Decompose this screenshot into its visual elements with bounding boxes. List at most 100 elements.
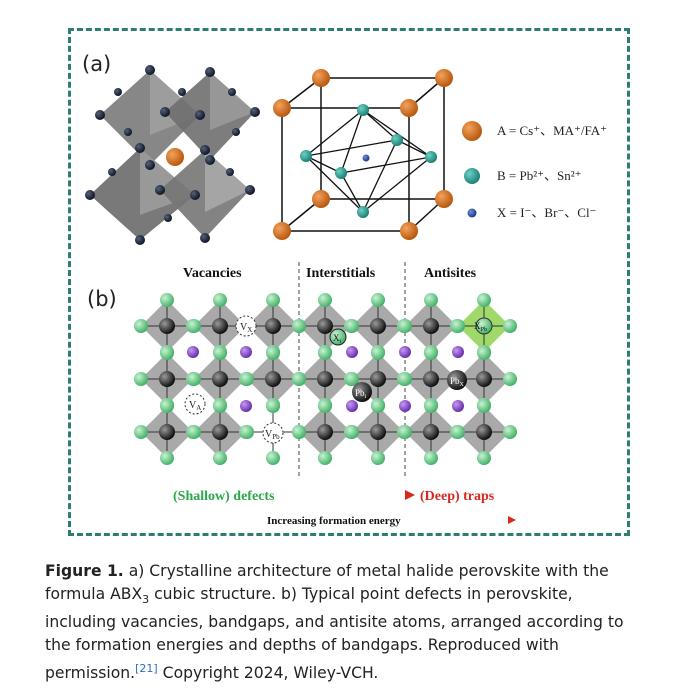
svg-text:Xi: Xi bbox=[333, 333, 342, 345]
lattice-x-atom bbox=[503, 372, 517, 386]
lattice-x-atom bbox=[266, 451, 280, 465]
figure-caption: Figure 1. a) Crystalline architecture of… bbox=[45, 560, 645, 685]
lattice-x-atom bbox=[213, 399, 227, 413]
vpb-vacancy-icon bbox=[262, 422, 284, 444]
vx-vacancy-icon bbox=[235, 315, 257, 337]
interstitials-heading: Interstitials bbox=[306, 266, 376, 281]
panel-b-label: (b) bbox=[87, 287, 117, 311]
caption-reference[interactable]: [21] bbox=[135, 662, 158, 676]
lattice-x-atom bbox=[424, 346, 438, 360]
energy-label: Increasing formation energy bbox=[267, 515, 401, 527]
lattice-b-atom bbox=[212, 424, 228, 440]
lattice-x-atom bbox=[371, 346, 385, 360]
deep-traps-label: (Deep) traps bbox=[420, 489, 495, 504]
caption-text-1: a) Crystalline architecture of metal hal… bbox=[45, 562, 609, 603]
pbi-interstitial-icon bbox=[352, 382, 372, 402]
lattice-a-atom bbox=[399, 400, 411, 412]
antisites-heading: Antisites bbox=[424, 266, 477, 281]
lattice-x-atom bbox=[477, 346, 491, 360]
lattice-x-atom bbox=[292, 372, 306, 386]
lattice-x-atom bbox=[318, 346, 332, 360]
lattice-x-atom bbox=[345, 319, 359, 333]
lattice-x-atom bbox=[345, 425, 359, 439]
lattice-x-atom bbox=[187, 372, 201, 386]
a-site-legend-label: A = Cs⁺、MA⁺/FA⁺ bbox=[497, 123, 607, 138]
lattice-b-atom bbox=[317, 424, 333, 440]
lattice-b-atom bbox=[370, 424, 386, 440]
panel-a-label: (a) bbox=[82, 52, 112, 76]
lattice-x-atom bbox=[398, 319, 412, 333]
lattice-x-atom bbox=[371, 399, 385, 413]
octahedra-network bbox=[85, 65, 260, 245]
lattice-x-atom bbox=[187, 425, 201, 439]
lattice-x-atom bbox=[318, 399, 332, 413]
lattice-x-atom bbox=[477, 451, 491, 465]
lattice-b-atom bbox=[212, 318, 228, 334]
lattice-antisite-x bbox=[475, 317, 493, 335]
lattice-x-atom bbox=[345, 372, 359, 386]
lattice-antisite-pb bbox=[447, 370, 467, 390]
lattice-a-atom bbox=[346, 400, 358, 412]
lattice-x-atom bbox=[213, 346, 227, 360]
svg-text:VPb: VPb bbox=[265, 429, 280, 441]
lattice-x-atom bbox=[134, 425, 148, 439]
figure-frame bbox=[68, 28, 630, 536]
b-site-legend-icon bbox=[464, 168, 480, 184]
lattice-x-atom bbox=[292, 425, 306, 439]
defect-lattice bbox=[134, 293, 517, 465]
lattice-x-atom bbox=[424, 293, 438, 307]
lattice-x-atom bbox=[134, 319, 148, 333]
lattice-x-atom bbox=[477, 293, 491, 307]
shallow-deep-arrowhead bbox=[405, 490, 415, 500]
lattice-x-atom bbox=[398, 425, 412, 439]
b-site-legend-label: B = Pb²⁺、Sn²⁺ bbox=[497, 168, 581, 183]
caption-text-3: Copyright 2024, Wiley-VCH. bbox=[157, 664, 379, 683]
lattice-b-atom bbox=[370, 318, 386, 334]
lattice-x-atom bbox=[240, 425, 254, 439]
lattice-x-atom bbox=[160, 293, 174, 307]
xpb-antisite-label: XPb bbox=[474, 321, 487, 333]
pbx-antisite-label: PbX bbox=[450, 376, 465, 388]
lattice-a-atom bbox=[346, 346, 358, 358]
lattice-x-atom bbox=[424, 451, 438, 465]
lattice-x-atom bbox=[266, 399, 280, 413]
lattice-b-atom bbox=[370, 371, 386, 387]
lattice-a-atom bbox=[187, 346, 199, 358]
lattice-b-atom bbox=[423, 424, 439, 440]
lattice-x-atom bbox=[371, 293, 385, 307]
lattice-b-atom bbox=[159, 371, 175, 387]
vacancies-heading: Vacancies bbox=[183, 266, 242, 281]
lattice-a-atom bbox=[452, 346, 464, 358]
svg-text:Pbi: Pbi bbox=[355, 388, 367, 400]
lattice-a-atom bbox=[240, 346, 252, 358]
site-legend: A = Cs⁺、MA⁺/FA⁺ B = Pb²⁺、Sn²⁺ X = I⁻、Br⁻… bbox=[462, 121, 607, 220]
lattice-b-atom bbox=[265, 371, 281, 387]
lattice-b-atom bbox=[476, 424, 492, 440]
lattice-x-atom bbox=[292, 319, 306, 333]
lattice-x-atom bbox=[503, 319, 517, 333]
lattice-b-atom bbox=[265, 318, 281, 334]
lattice-a-atom bbox=[452, 400, 464, 412]
cube-atoms bbox=[273, 69, 453, 240]
lattice-x-atom bbox=[160, 399, 174, 413]
lattice-x-atom bbox=[266, 293, 280, 307]
shallow-defects-label: (Shallow) defects bbox=[173, 489, 275, 504]
lattice-b-atom bbox=[159, 318, 175, 334]
lattice-a-atom bbox=[399, 346, 411, 358]
lattice-x-atom bbox=[134, 372, 148, 386]
caption-subscript: 3 bbox=[142, 593, 150, 607]
xi-interstitial-icon bbox=[329, 328, 347, 346]
lattice-x-atom bbox=[213, 293, 227, 307]
lattice-x-atom bbox=[318, 293, 332, 307]
lattice-x-atom bbox=[503, 425, 517, 439]
lattice-x-atom bbox=[187, 319, 201, 333]
lattice-b-atom bbox=[317, 371, 333, 387]
lattice-b-atom bbox=[159, 424, 175, 440]
energy-arrowhead bbox=[508, 516, 516, 524]
figure-graphic: A = Cs⁺、MA⁺/FA⁺ B = Pb²⁺、Sn²⁺ X = I⁻、Br⁻… bbox=[85, 65, 607, 527]
lattice-b-atom bbox=[423, 371, 439, 387]
lattice-x-atom bbox=[424, 399, 438, 413]
defect-labels: VX VA VPb Xi Pbi PbX XPb bbox=[184, 315, 487, 444]
lattice-x-atom bbox=[240, 372, 254, 386]
va-vacancy-icon bbox=[184, 393, 206, 415]
